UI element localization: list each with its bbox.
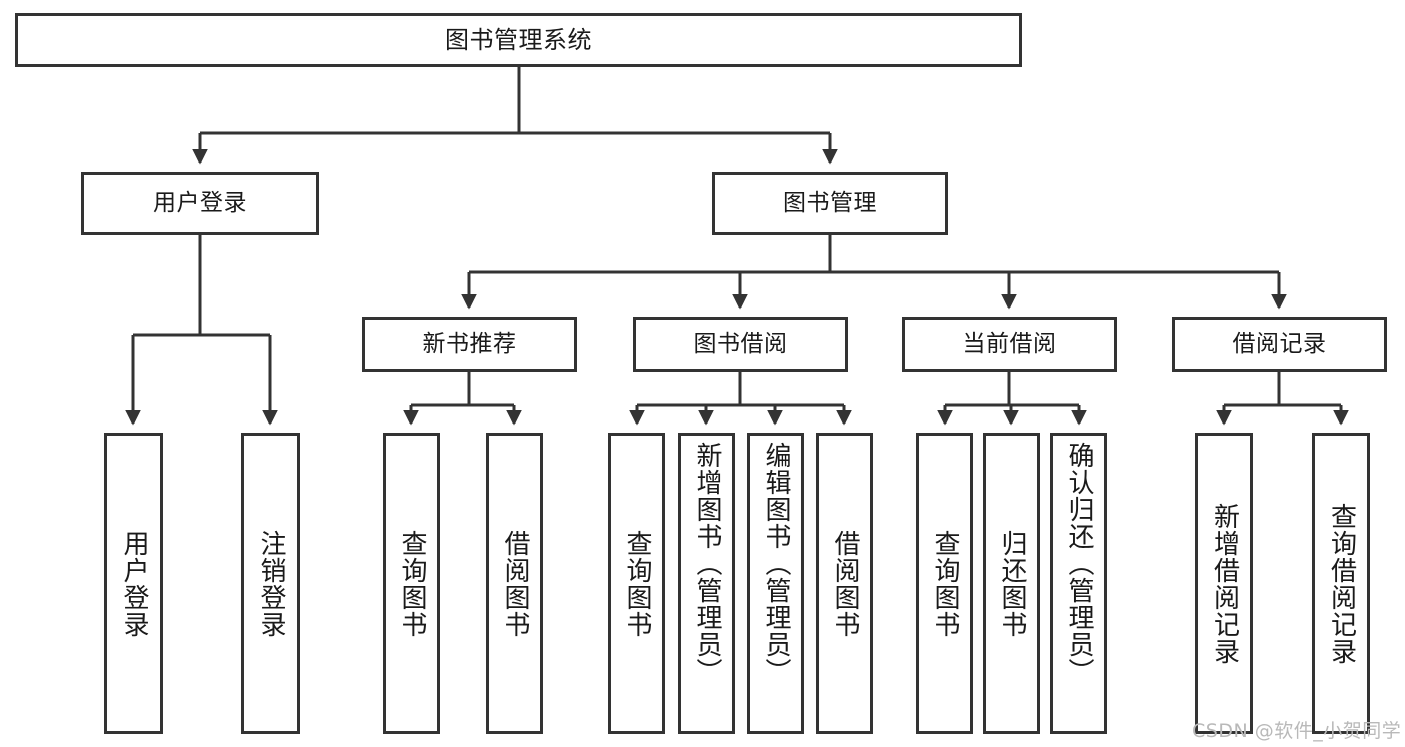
node-label: 确认归还（管理员）	[1064, 442, 1095, 685]
node-current-borrow[interactable]: 当前借阅	[902, 317, 1117, 372]
leaf-current-borrow-query-book[interactable]: 查询图书	[916, 433, 973, 734]
node-user-login[interactable]: 用户登录	[81, 172, 319, 235]
node-label: 注销登录	[256, 529, 287, 638]
node-new-book-recommend[interactable]: 新书推荐	[362, 317, 577, 372]
node-label: 用户登录	[119, 529, 150, 638]
node-book-borrow[interactable]: 图书借阅	[633, 317, 848, 372]
node-label: 借阅记录	[1232, 331, 1327, 357]
leaf-book-borrow-borrow-book[interactable]: 借阅图书	[816, 433, 873, 734]
node-label: 编辑图书（管理员）	[761, 442, 792, 685]
leaf-current-borrow-return-book[interactable]: 归还图书	[983, 433, 1040, 734]
leaf-new-book-borrow-book[interactable]: 借阅图书	[486, 433, 543, 734]
node-label: 查询图书	[930, 529, 961, 638]
node-label: 用户登录	[153, 190, 247, 216]
node-label: 查询图书	[397, 529, 428, 638]
node-label: 归还图书	[997, 529, 1028, 638]
node-root-book-management-system[interactable]: 图书管理系统	[15, 13, 1022, 67]
node-label: 图书管理	[783, 190, 877, 216]
watermark-text: CSDN @软件_小贺同学	[1192, 720, 1402, 742]
leaf-book-borrow-add-book-admin[interactable]: 新增图书（管理员）	[678, 433, 735, 734]
node-label: 查询图书	[622, 529, 653, 638]
node-label: 新增借阅记录	[1209, 502, 1240, 665]
node-label: 图书管理系统	[445, 26, 592, 54]
leaf-current-borrow-confirm-return-admin[interactable]: 确认归还（管理员）	[1050, 433, 1107, 734]
node-borrow-record[interactable]: 借阅记录	[1172, 317, 1387, 372]
leaf-book-borrow-edit-book-admin[interactable]: 编辑图书（管理员）	[747, 433, 804, 734]
leaf-user-login-login[interactable]: 用户登录	[104, 433, 163, 734]
node-label: 新增图书（管理员）	[692, 442, 723, 685]
leaf-user-login-logout[interactable]: 注销登录	[241, 433, 300, 734]
node-label: 借阅图书	[830, 529, 861, 638]
node-label: 借阅图书	[500, 529, 531, 638]
node-book-management[interactable]: 图书管理	[712, 172, 948, 235]
csdn-watermark: CSDN @软件_小贺同学	[1192, 716, 1401, 743]
node-label: 查询借阅记录	[1326, 502, 1357, 665]
leaf-borrow-record-add-record[interactable]: 新增借阅记录	[1195, 433, 1253, 734]
leaf-new-book-query-book[interactable]: 查询图书	[383, 433, 440, 734]
leaf-book-borrow-query-book[interactable]: 查询图书	[608, 433, 665, 734]
node-label: 图书借阅	[693, 331, 788, 357]
leaf-borrow-record-query-record[interactable]: 查询借阅记录	[1312, 433, 1370, 734]
node-label: 当前借阅	[962, 331, 1057, 357]
node-label: 新书推荐	[422, 331, 517, 357]
